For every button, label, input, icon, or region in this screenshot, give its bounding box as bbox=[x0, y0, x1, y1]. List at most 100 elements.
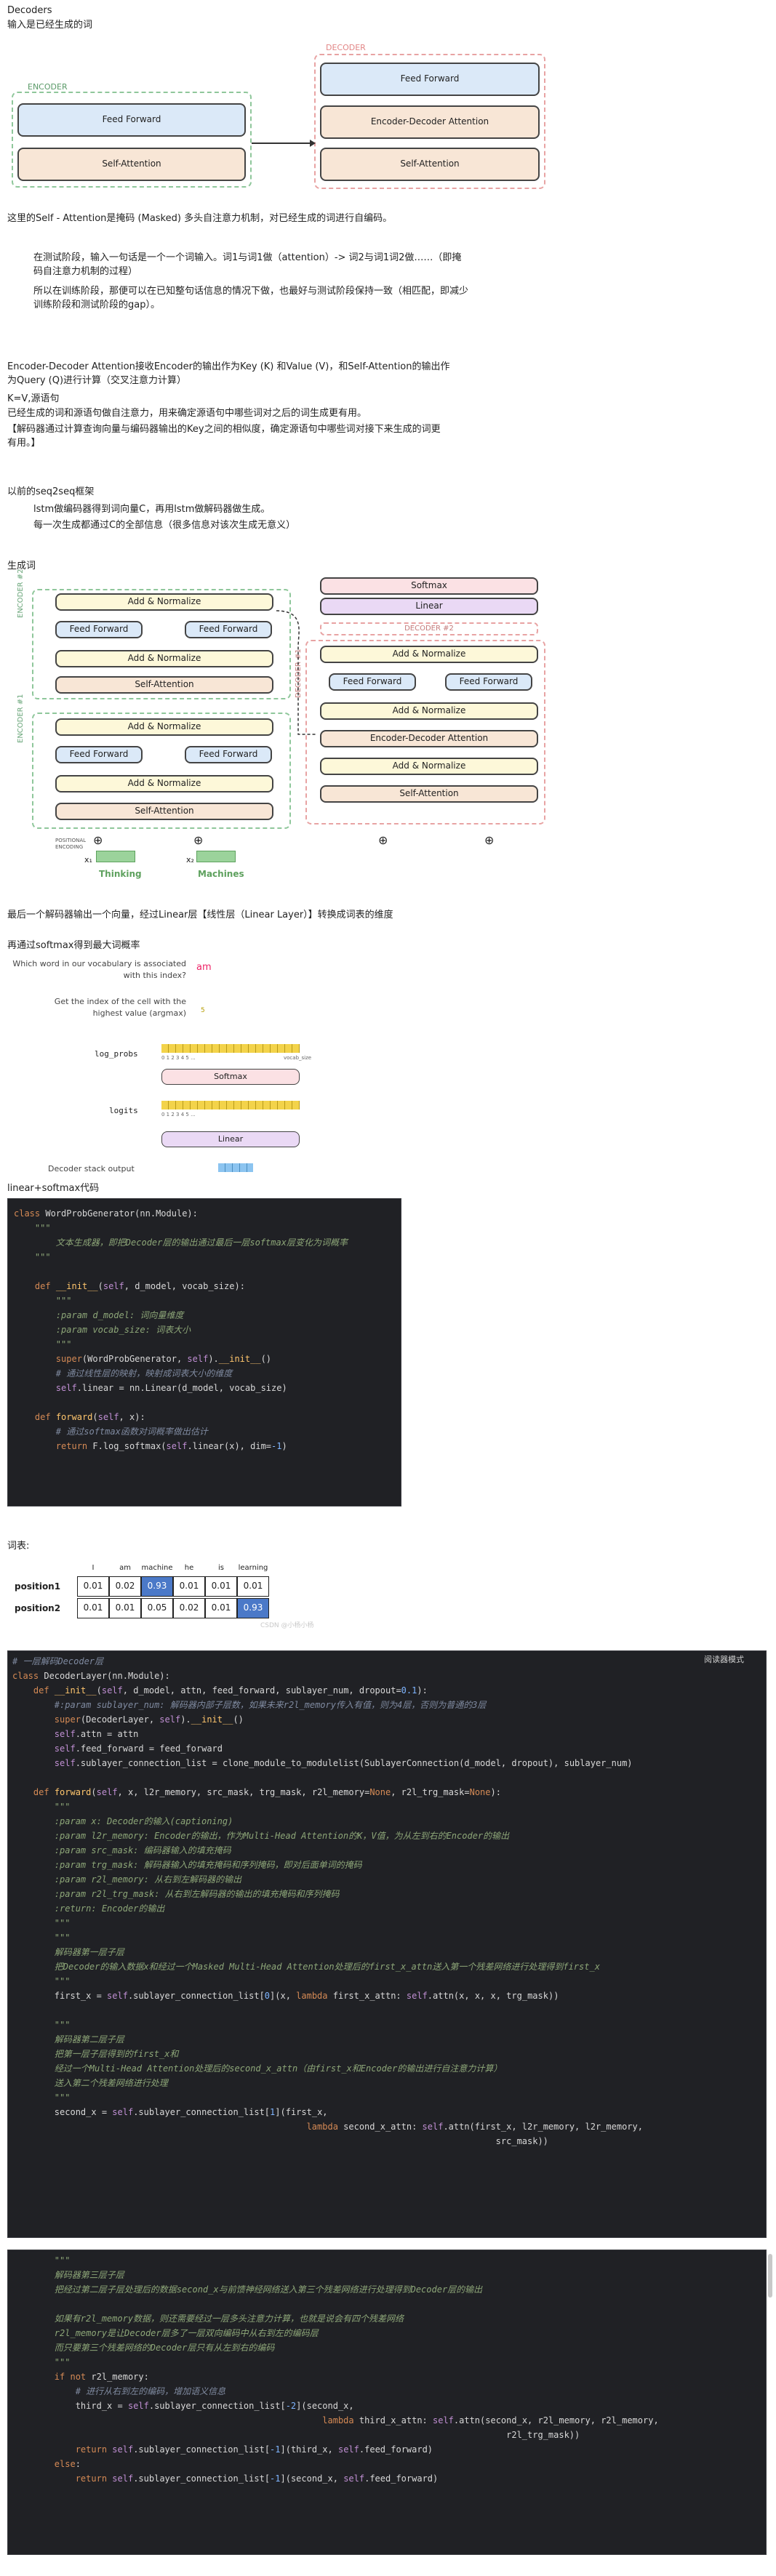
x2-label: x₂ bbox=[186, 855, 194, 864]
para4-line2: 再通过softmax得到最大词概率 bbox=[7, 940, 140, 951]
table-cell: 0.01 bbox=[205, 1576, 237, 1597]
logits-vector bbox=[161, 1101, 300, 1110]
enc1-ff2: Feed Forward bbox=[185, 746, 272, 763]
plus-icon-1: ⊕ bbox=[93, 833, 103, 847]
encoder-to-decoder-dashed-arrow bbox=[276, 610, 317, 735]
logits-label: logits bbox=[109, 1106, 138, 1115]
table-header: machine bbox=[141, 1564, 173, 1572]
word-machines: Machines bbox=[198, 869, 244, 879]
argmax-question: Get the index of the cell with the highe… bbox=[54, 997, 186, 1018]
para1-line1: 这里的Self - Attention是掩码 (Masked) 多头自注意力机制… bbox=[7, 213, 393, 224]
log-probs-vector bbox=[161, 1044, 300, 1053]
decoder-output-label: Decoder stack output bbox=[48, 1164, 135, 1173]
table-header: learning bbox=[238, 1564, 268, 1572]
para3-line1: 以前的seq2seq框架 bbox=[7, 486, 95, 497]
para1-line2: 在测试阶段，输入一句话是一个一个词输入。词1与词1做（attention）-> … bbox=[33, 252, 462, 277]
page-title: Decoders bbox=[7, 5, 52, 16]
plus-icon-2: ⊕ bbox=[193, 833, 204, 847]
enc1-add-norm-top: Add & Normalize bbox=[55, 718, 273, 736]
softmax-box: Softmax bbox=[161, 1069, 300, 1085]
enc1-self-attention: Self-Attention bbox=[55, 803, 273, 820]
encoder-label: ENCODER bbox=[28, 82, 68, 92]
decoder2-container: DECODER #2 bbox=[320, 622, 538, 635]
code-block-2: 阅读器模式 # 一层解码Decoder层 class DecoderLayer(… bbox=[7, 1650, 767, 2238]
table-cell: 0.01 bbox=[109, 1598, 141, 1618]
encoder-self-attention: Self-Attention bbox=[17, 148, 246, 181]
code2-text: # 一层解码Decoder层 class DecoderLayer(nn.Mod… bbox=[12, 1656, 643, 2146]
encoder2-label: ENCODER #2 bbox=[17, 569, 25, 618]
para3-line3: 每一次生成都通过C的全部信息（很多信息对该次生成无意义） bbox=[33, 520, 296, 531]
log-probs-ticks: 0 1 2 3 4 5 ... bbox=[161, 1055, 196, 1061]
code-block-3: """ 解码器第三层子层 把经过第二层子层处理后的数据second_x与前馈神经… bbox=[7, 2250, 767, 2555]
encoder1-label: ENCODER #1 bbox=[17, 694, 25, 743]
dec1-add-norm: Add & Normalize bbox=[320, 758, 538, 775]
x1-embedding bbox=[96, 851, 135, 862]
logits-ticks: 0 1 2 3 4 5 ... bbox=[161, 1112, 196, 1118]
table-header: am bbox=[119, 1564, 131, 1572]
enc2-ff1: Feed Forward bbox=[55, 621, 143, 638]
stacked-transformer-figure: ENCODER #2 Add & Normalize Feed Forward … bbox=[0, 569, 776, 909]
vocab-title: 词表: bbox=[7, 1541, 30, 1552]
table-row-label: position1 bbox=[15, 1581, 61, 1592]
enc2-self-attention: Self-Attention bbox=[55, 676, 273, 694]
word-thinking: Thinking bbox=[99, 869, 142, 879]
code1-text: class WordProbGenerator(nn.Module): """ … bbox=[14, 1208, 348, 1451]
para2-line1: Encoder-Decoder Attention接收Encoder的输出作为K… bbox=[7, 361, 450, 386]
x1-label: x₁ bbox=[84, 855, 92, 864]
table-cell: 0.93 bbox=[237, 1598, 269, 1618]
table-row-label: position2 bbox=[15, 1603, 61, 1613]
linear-box: Linear bbox=[161, 1131, 300, 1147]
para3-line2: lstm做编码器得到词向量C，再用lstm做解码器做生成。 bbox=[33, 504, 271, 515]
decoder-feed-forward: Feed Forward bbox=[320, 63, 540, 96]
code-block-1: class WordProbGenerator(nn.Module): """ … bbox=[7, 1198, 401, 1506]
page-subtitle: 输入是已经生成的词 bbox=[7, 20, 93, 31]
plus-icon-3: ⊕ bbox=[378, 833, 388, 847]
table-header: I bbox=[92, 1564, 95, 1572]
linear-softmax-figure: Which word in our vocabulary is associat… bbox=[0, 952, 776, 1178]
table-cell: 0.01 bbox=[77, 1598, 109, 1618]
positional-encoding-label: POSITIONAL ENCODING bbox=[55, 838, 87, 850]
enc1-add-norm: Add & Normalize bbox=[55, 775, 273, 793]
enc1-ff1: Feed Forward bbox=[55, 746, 143, 763]
decoder-encdec-attention: Encoder-Decoder Attention bbox=[320, 105, 540, 139]
result-word: am bbox=[196, 962, 212, 973]
dec1-ff2: Feed Forward bbox=[445, 673, 532, 691]
table-cell: 0.02 bbox=[173, 1598, 205, 1618]
encoder2-container bbox=[32, 589, 291, 699]
dec1-self-attention: Self-Attention bbox=[320, 785, 538, 803]
table-header: is bbox=[218, 1564, 224, 1572]
dec1-encdec-attention: Encoder-Decoder Attention bbox=[320, 730, 538, 747]
log-probs-label: log_probs bbox=[95, 1049, 138, 1059]
encoder-feed-forward: Feed Forward bbox=[17, 103, 246, 137]
plus-icon-4: ⊕ bbox=[484, 833, 495, 847]
table-cell: 0.05 bbox=[141, 1598, 173, 1618]
argmax-index: 5 bbox=[201, 1007, 205, 1014]
para2-line2: K=V,源语句 bbox=[7, 393, 60, 404]
table-cell: 0.93 bbox=[141, 1576, 173, 1597]
output-softmax: Softmax bbox=[320, 577, 538, 595]
decoder-self-attention: Self-Attention bbox=[320, 148, 540, 181]
para2-line3: 已经生成的词和源语句做自注意力，用来确定源语句中哪些词对之后的词生成更有用。 bbox=[7, 408, 367, 419]
table-cell: 0.01 bbox=[77, 1576, 109, 1597]
x2-embedding bbox=[196, 851, 236, 862]
decoder-label: DECODER bbox=[326, 43, 366, 52]
dec1-ff1: Feed Forward bbox=[329, 673, 416, 691]
para2-line4: 【解码器通过计算查询向量与编码器输出的Key之间的相似度，确定源语句中哪些词对接… bbox=[7, 424, 441, 449]
decoder-container bbox=[314, 54, 545, 189]
encoder1-container bbox=[32, 713, 291, 829]
code1-title: linear+softmax代码 bbox=[7, 1183, 100, 1194]
reader-mode-button[interactable]: 阅读器模式 bbox=[704, 1655, 744, 1664]
encoder-decoder-figure: ENCODER Feed Forward Self-Attention DECO… bbox=[0, 0, 776, 211]
table-cell: 0.02 bbox=[109, 1576, 141, 1597]
table-cell: 0.01 bbox=[237, 1576, 269, 1597]
scrollbar[interactable] bbox=[768, 2254, 772, 2298]
decoder-output-vector bbox=[218, 1163, 253, 1172]
dec1-add-norm-top: Add & Normalize bbox=[320, 646, 538, 663]
para1-line3: 所以在训练阶段，那便可以在已知整句话信息的情况下做，也最好与测试阶段保持一致（相… bbox=[33, 286, 469, 310]
code3-text: """ 解码器第三层子层 把经过第二层子层处理后的数据second_x与前馈神经… bbox=[54, 2255, 659, 2484]
enc2-add-norm-top: Add & Normalize bbox=[55, 593, 273, 611]
dec1-add-norm-mid: Add & Normalize bbox=[320, 702, 538, 720]
vocab-size-label: vocab_size bbox=[284, 1055, 312, 1061]
output-linear: Linear bbox=[320, 598, 538, 615]
